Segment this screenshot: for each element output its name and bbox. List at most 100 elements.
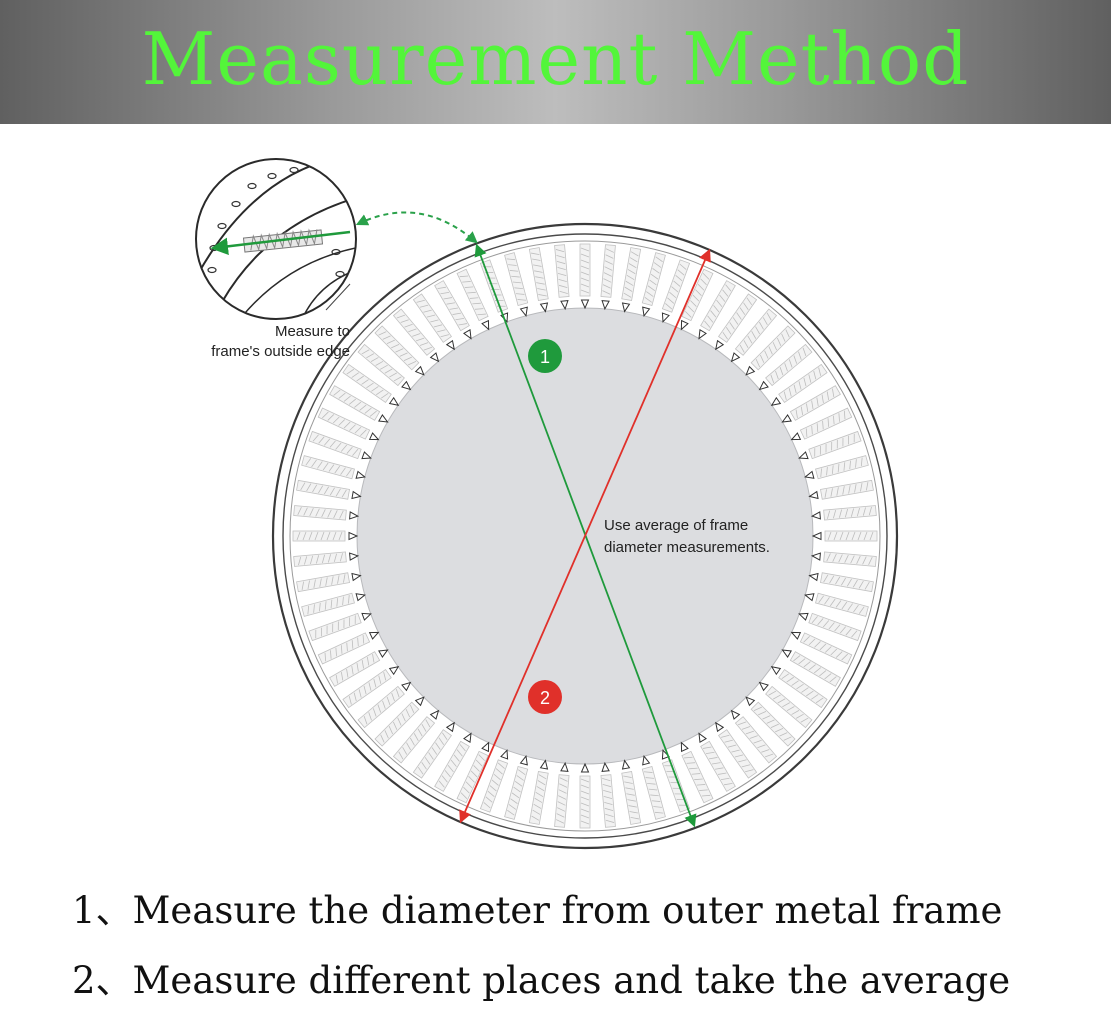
- header-banner: Measurement Method: [0, 0, 1111, 124]
- v-ring-icon: [388, 666, 400, 676]
- spring-icon: [392, 308, 436, 356]
- spring-icon: [820, 572, 874, 593]
- spring-icon: [799, 407, 853, 440]
- spring-icon: [579, 775, 591, 829]
- spring-icon: [374, 325, 420, 371]
- spring-icon: [765, 685, 813, 729]
- marker-1: 1: [528, 339, 562, 373]
- spring-icon: [342, 669, 392, 709]
- instruction-number-2: 2、: [72, 959, 133, 1002]
- v-ring-icon: [414, 365, 425, 376]
- spring-icon: [308, 612, 362, 642]
- v-ring-icon: [355, 470, 366, 479]
- v-ring-icon: [730, 709, 741, 720]
- v-ring-icon: [770, 396, 782, 406]
- instruction-number-1: 1、: [72, 889, 133, 932]
- v-ring-icon: [745, 696, 756, 707]
- spring-icon: [734, 716, 778, 764]
- spring-icon: [296, 479, 350, 500]
- v-ring-icon: [715, 721, 725, 733]
- center-label: Use average of frame diameter measuremen…: [604, 515, 814, 559]
- marker-2-label: 2: [540, 688, 550, 708]
- v-ring-icon: [429, 709, 440, 720]
- zoom-callout-icon: [195, 158, 357, 320]
- spring-icon: [789, 385, 841, 421]
- v-ring-icon: [368, 432, 380, 441]
- spring-icon: [750, 701, 796, 747]
- v-ring-icon: [808, 572, 819, 582]
- v-ring-icon: [745, 365, 756, 376]
- v-ring-icon: [730, 352, 741, 363]
- spring-icon: [308, 430, 362, 460]
- v-ring-icon: [781, 649, 792, 658]
- v-ring-icon: [715, 339, 725, 351]
- v-ring-icon: [798, 612, 809, 621]
- spring-icon: [301, 592, 355, 617]
- spring-icon: [329, 651, 381, 687]
- v-ring-icon: [351, 572, 362, 582]
- spring-icon: [808, 430, 862, 460]
- v-ring-icon: [811, 531, 822, 541]
- marker-2: 2: [528, 680, 562, 714]
- v-ring-icon: [804, 470, 815, 479]
- callout-leader-line: [325, 283, 351, 311]
- trampoline-diagram: 1 2: [0, 124, 1111, 866]
- v-ring-icon: [349, 552, 360, 561]
- spring-icon: [718, 729, 758, 779]
- v-ring-icon: [401, 681, 412, 692]
- spring-icon: [342, 363, 392, 403]
- v-ring-icon: [781, 414, 792, 423]
- callout-label-line-1: Measure to: [274, 323, 350, 340]
- instruction-list: 1、Measure the diameter from outer metal …: [72, 880, 1092, 1020]
- spring-icon: [734, 308, 778, 356]
- v-ring-icon: [790, 631, 802, 640]
- v-ring-icon: [804, 593, 815, 602]
- instruction-text-1: Measure the diameter from outer metal fr…: [132, 889, 1003, 932]
- spring-icon: [778, 363, 828, 403]
- v-ring-icon: [810, 511, 821, 520]
- spring-icon: [778, 669, 828, 709]
- spring-icon: [293, 551, 347, 567]
- v-ring-icon: [770, 666, 782, 676]
- v-ring-icon: [349, 511, 360, 520]
- instruction-item-2: 2、Measure different places and take the …: [72, 950, 1092, 1020]
- v-ring-icon: [790, 432, 802, 441]
- v-ring-icon: [798, 451, 809, 460]
- v-ring-icon: [355, 593, 366, 602]
- spring-icon: [412, 293, 452, 343]
- spring-icon: [824, 530, 878, 542]
- center-label-line-2: diameter measurements.: [604, 539, 770, 556]
- spring-icon: [329, 385, 381, 421]
- spring-icon: [293, 505, 347, 521]
- spring-icon: [765, 343, 813, 387]
- spring-icon: [799, 632, 853, 665]
- diameter-line-2: [459, 248, 711, 824]
- spring-icon: [815, 455, 869, 480]
- spring-icon: [820, 479, 874, 500]
- spring-icon: [412, 729, 452, 779]
- spring-icon: [292, 530, 346, 542]
- spring-icon: [808, 612, 862, 642]
- v-ring-icon: [808, 490, 819, 500]
- v-ring-icon: [810, 552, 821, 561]
- marker-1-label: 1: [540, 347, 550, 367]
- spring-icon: [301, 455, 355, 480]
- spring-icon: [296, 572, 350, 593]
- instruction-text-2: Measure different places and take the av…: [132, 959, 1011, 1002]
- v-ring-icon: [401, 380, 412, 391]
- spring-icon: [579, 243, 591, 297]
- v-ring-icon: [429, 352, 440, 363]
- spring-icon: [823, 551, 877, 567]
- spring-icon: [317, 407, 371, 440]
- spring-icon: [317, 632, 371, 665]
- v-ring-icon: [378, 414, 389, 423]
- spring-icon: [357, 343, 405, 387]
- spring-icon: [392, 716, 436, 764]
- spring-icon: [750, 325, 796, 371]
- v-ring-icon: [378, 649, 389, 658]
- marker-1-badge: [528, 339, 562, 373]
- spring-icon: [815, 592, 869, 617]
- spring-icon: [357, 685, 405, 729]
- spring-icon: [374, 701, 420, 747]
- diagram-svg: 1 2: [195, 158, 899, 850]
